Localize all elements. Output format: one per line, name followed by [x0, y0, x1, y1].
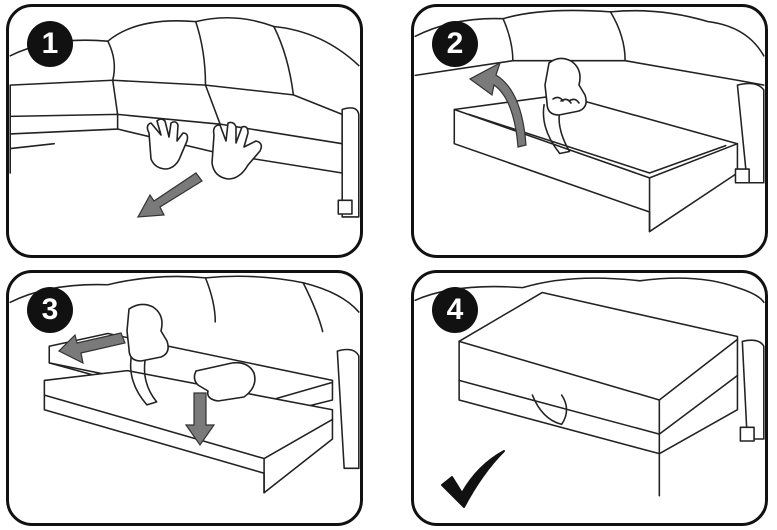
hand-icon	[146, 118, 189, 170]
curved-arrow-icon	[468, 61, 527, 148]
step-2-panel: 2	[411, 4, 768, 258]
sofa-illustration	[414, 9, 765, 233]
arrow-icon	[57, 332, 126, 365]
hand-icon	[126, 303, 169, 362]
hand-icon	[193, 361, 256, 402]
hand-icon	[544, 57, 587, 116]
sofa-illustration	[414, 277, 765, 497]
step-number-badge: 2	[432, 21, 478, 67]
arrow-icon	[136, 172, 203, 218]
step-3-panel: 3	[6, 270, 363, 526]
hand-icon	[211, 121, 263, 180]
step-1-panel: 1	[6, 4, 363, 258]
sofa-illustration	[9, 275, 360, 494]
checkmark-icon	[441, 450, 505, 508]
step-number-badge: 3	[27, 287, 73, 333]
sofa-illustration	[9, 17, 360, 218]
step-number-badge: 1	[27, 21, 73, 67]
step-4-panel: 4	[411, 270, 768, 526]
arrow-icon	[185, 392, 215, 447]
step-number-badge: 4	[432, 287, 478, 333]
